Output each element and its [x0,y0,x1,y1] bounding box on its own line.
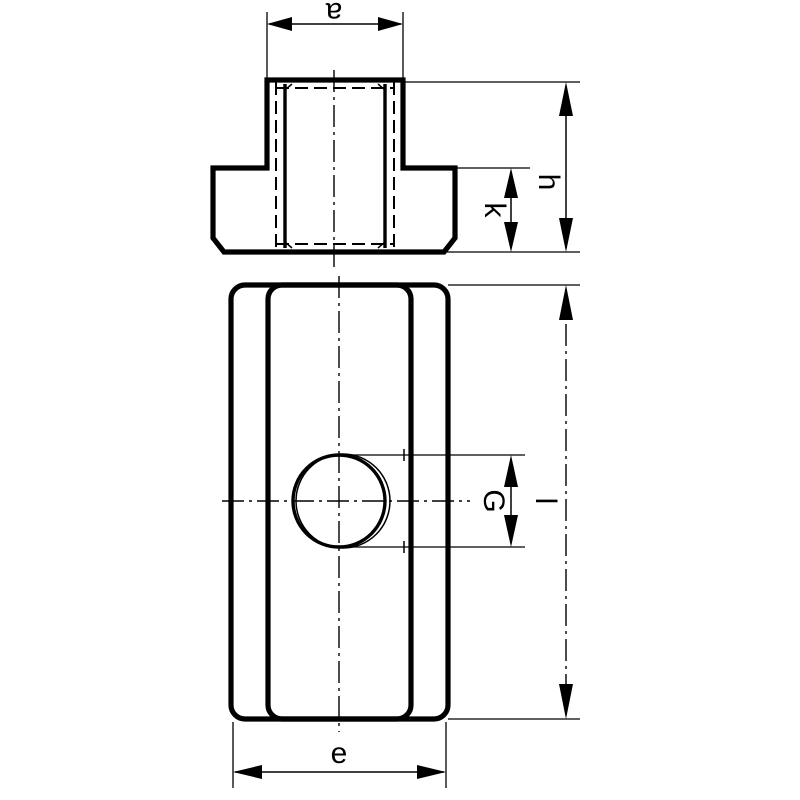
dimension-a-arrow-left [267,17,292,31]
dimension-h: h [532,82,573,252]
dimension-l: l [529,285,573,719]
dimension-k-arrow-bottom [504,222,518,252]
bore-chamfer-bottom-right [377,241,386,249]
dimension-a-arrow-right [378,17,403,31]
plan-view: G l e [222,276,580,788]
dimension-l-arrow-top [559,285,573,320]
bore-chamfer-bottom-left [284,241,293,249]
dimension-k: k [478,168,518,252]
dimension-h-arrow-top [559,82,573,116]
dimension-g-arrow-top [504,455,518,487]
dimension-e-label: e [331,737,348,770]
dimension-a-label: a [325,0,342,29]
dimension-h-arrow-bottom [559,218,573,252]
dimension-l-label: l [529,498,562,505]
dimension-g-arrow-bottom [504,515,518,547]
dimension-h-label: h [532,174,565,191]
dimension-g: G [477,455,518,547]
dimension-e: e [232,722,447,788]
dimension-e-arrow-right [417,765,446,779]
dimension-k-arrow-top [504,168,518,198]
dimension-k-label: k [478,203,511,219]
dimension-a: a [266,0,404,80]
dimension-l-arrow-bottom [559,684,573,719]
dimension-e-arrow-left [233,765,262,779]
bore-chamfer-top-right [377,83,386,91]
dimension-g-label: G [477,489,510,512]
bore-chamfer-top-left [284,83,293,91]
front-elevation-section-view: a [210,0,580,268]
